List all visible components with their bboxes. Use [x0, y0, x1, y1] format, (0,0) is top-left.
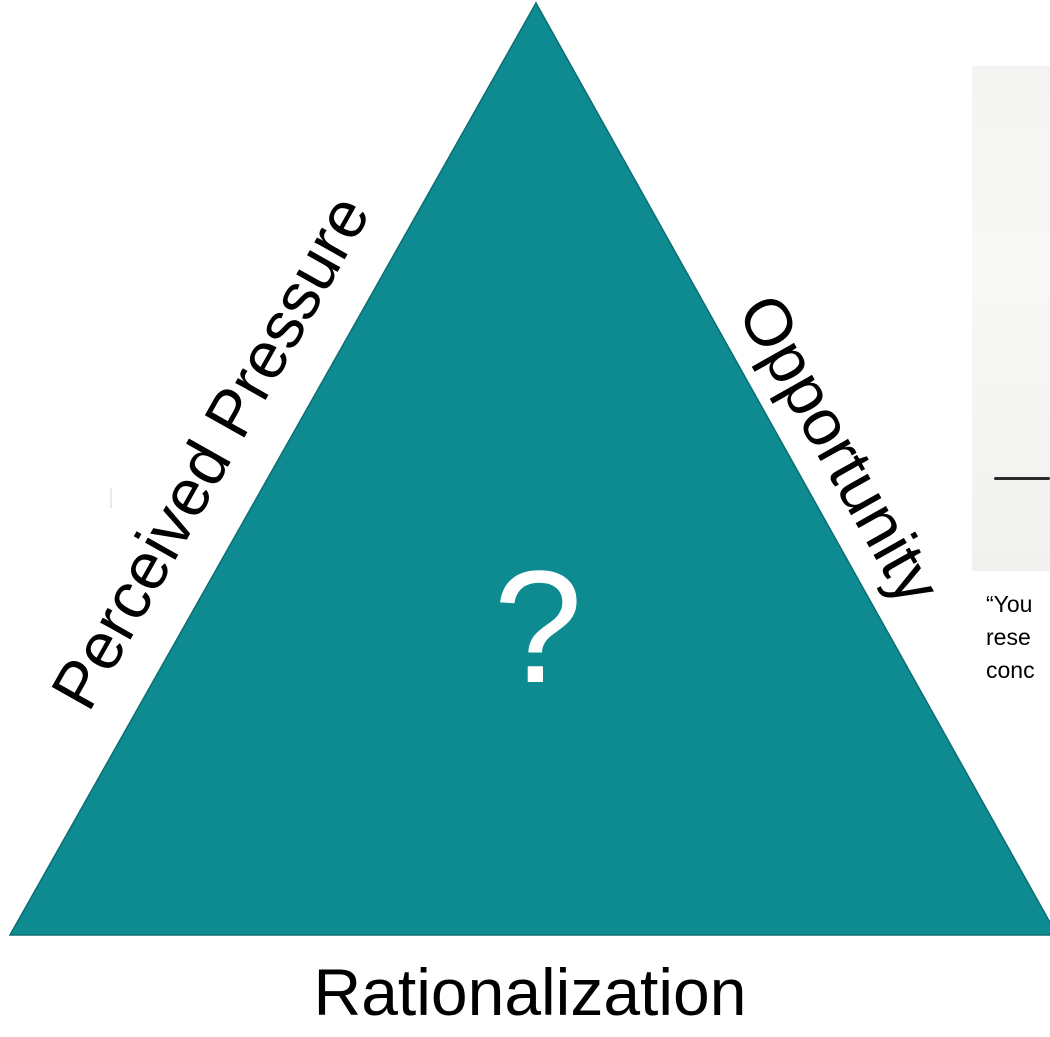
center-question-mark: ?: [494, 537, 583, 716]
caption-line-2: rese: [986, 624, 1031, 650]
blot-photo: [972, 66, 1050, 571]
base-label: Rationalization: [313, 955, 747, 1029]
photo-caption: “You rese conc: [986, 588, 1050, 687]
caption-line-3: conc: [986, 657, 1035, 683]
fraud-triangle: [8, 1, 1050, 936]
small-mark: [110, 488, 112, 508]
blot-band: [994, 477, 1050, 480]
caption-line-1: “You: [986, 591, 1033, 617]
